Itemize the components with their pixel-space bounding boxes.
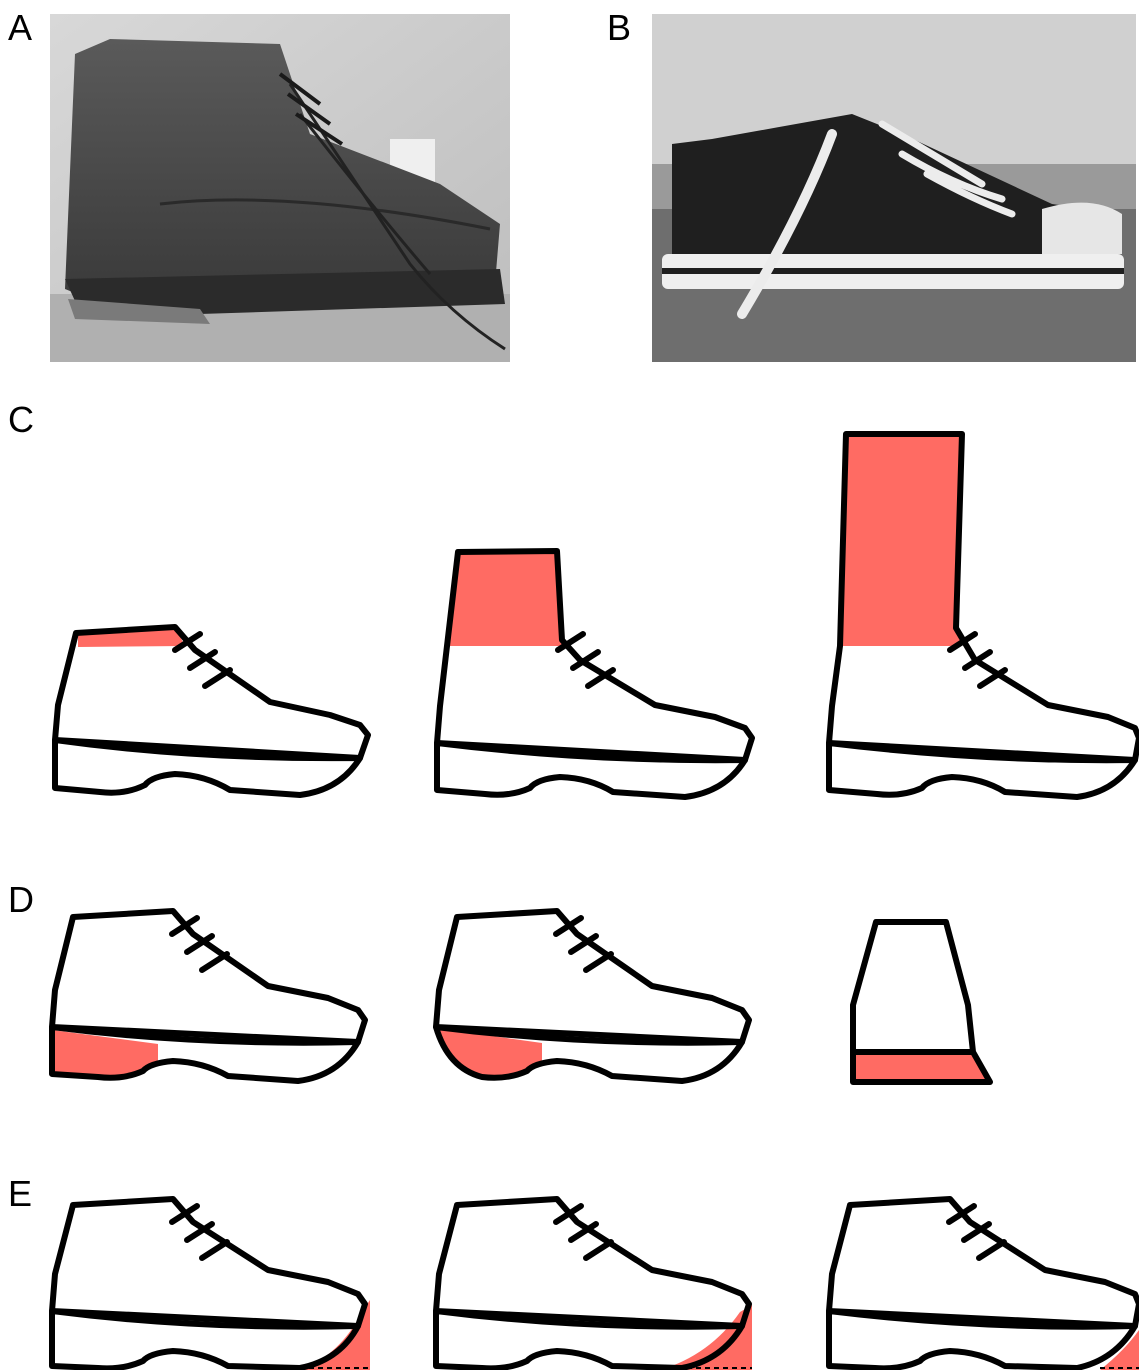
shoe-upper-d1 [52,911,365,1042]
laces-e1 [172,1206,227,1258]
laces-d2 [556,918,611,970]
laces-e2 [556,1206,611,1258]
shoe-c3 [829,434,1139,797]
laces-c1 [175,634,230,686]
laces-c3 [950,634,1005,686]
shoe-upper-e1 [52,1199,365,1326]
shaft-highlight-c2 [447,551,567,646]
shoe-upper-e2 [436,1199,749,1326]
shaft-highlight-c3 [840,434,962,646]
laces-e3 [949,1206,1004,1258]
shoe-e2 [436,1199,752,1370]
shoe-upper-e3 [829,1199,1139,1326]
shoe-e3 [829,1199,1139,1370]
shoe-c1 [55,627,368,795]
shoe-c2 [437,551,752,797]
shoe-upper-d2 [436,911,749,1042]
heel-highlight-d3 [853,1052,990,1082]
laces-d1 [172,918,227,970]
shoe-e1 [52,1199,370,1370]
shoe-d3 [853,922,990,1082]
toe-highlight-e1 [300,1300,370,1370]
shoe-d2 [436,911,749,1081]
laces-c2 [558,634,613,686]
shoe-d1 [52,911,365,1081]
